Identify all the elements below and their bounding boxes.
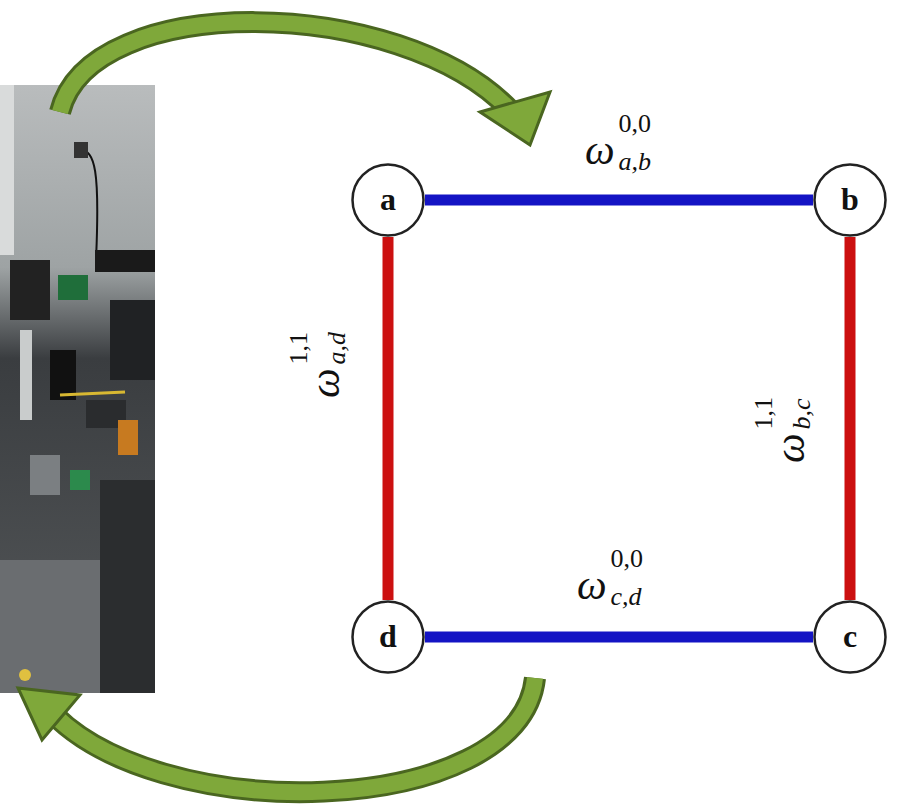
- index-stack: 0,0a,b: [619, 125, 652, 175]
- weight-symbol: ω: [577, 564, 607, 606]
- graph-edge: [425, 632, 813, 643]
- superscript: 1,1: [751, 397, 777, 430]
- edge-label: ω1,1b,c: [765, 397, 815, 463]
- loop-arrow: [18, 678, 535, 792]
- subscript: b,c: [789, 397, 815, 430]
- superscript: 1,1: [286, 332, 312, 365]
- node-letter: b: [841, 183, 859, 215]
- weight-symbol: ω: [585, 129, 615, 171]
- superscript: 0,0: [619, 111, 652, 137]
- graph-edge: [383, 237, 394, 600]
- weight-symbol: ω: [304, 368, 346, 398]
- index-stack: 0,0c,d: [611, 560, 644, 610]
- node-circle: c: [813, 600, 887, 674]
- loop-arrow: [60, 22, 550, 145]
- circle-shape: [815, 602, 886, 673]
- circle-shape: [353, 165, 424, 236]
- node-circle: b: [813, 163, 887, 237]
- node-letter: c: [843, 620, 857, 652]
- circle-shape: [353, 602, 424, 673]
- index-stack: 1,1a,d: [300, 332, 350, 365]
- lab-photo: [0, 85, 155, 693]
- node-circle: a: [351, 163, 425, 237]
- subscript: a,b: [619, 149, 652, 175]
- edge-label: ω0,0a,b: [585, 125, 651, 175]
- node-letter: d: [379, 620, 397, 652]
- weight-symbol: ω: [769, 433, 811, 463]
- subscript: c,d: [611, 584, 644, 610]
- node-letter: a: [380, 183, 396, 215]
- graph-edge: [845, 237, 856, 600]
- subscript: a,d: [324, 332, 350, 365]
- index-stack: 1,1b,c: [765, 397, 815, 430]
- circle-shape: [815, 165, 886, 236]
- edge-label: ω1,1a,d: [300, 332, 350, 398]
- edge-label: ω0,0c,d: [577, 560, 643, 610]
- superscript: 0,0: [611, 546, 644, 572]
- graph-edge: [425, 195, 813, 206]
- node-circle: d: [351, 600, 425, 674]
